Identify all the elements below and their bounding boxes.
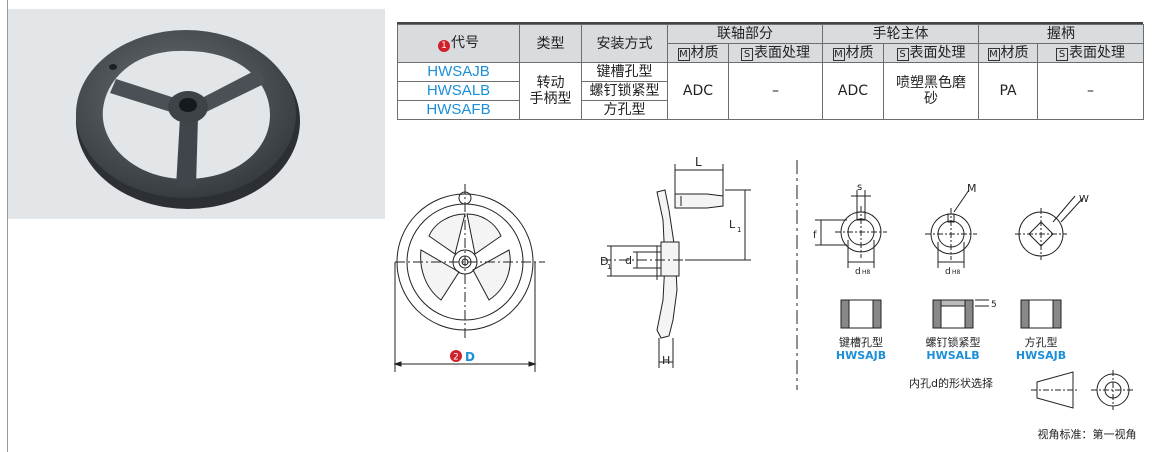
cell-grip-surface: – [1037,62,1144,120]
dim-L1-label: L [729,218,736,231]
table-top-rule [397,22,1143,24]
s-badge: S [741,48,753,61]
row-code[interactable]: HWSALB [397,81,520,101]
dim-W-label: W [1079,194,1089,205]
dim-M-label: M [967,182,977,195]
technical-drawing: 2 D L L 1 D 1 d H s f d H8 M d H8 5 W 键槽… [393,155,1137,441]
bore-type-name: 方孔型 [1025,335,1058,349]
m-badge: M [987,48,1000,61]
dim-D1-label: D [600,255,608,268]
dim-dH8-sub: H8 [952,269,961,276]
cell-wheel-surface: 喷塑黑色磨砂 [883,62,979,120]
m-badge: M [832,48,845,61]
dim-d-label: d [625,254,632,267]
side-view [601,164,751,368]
header-group-shaft: 联轴部分 [667,24,823,44]
bore-type-name: 螺钉锁紧型 [926,335,981,349]
bore-type-code: HWSAJB [836,349,886,362]
view-caption: 视角标准：第一视角 [1038,427,1137,441]
dim-dH8-label: d [945,267,951,277]
dim-D1-sub: 1 [607,263,611,271]
dim-f-label: f [813,230,817,241]
dim-D-number-dot [450,350,462,362]
header-code-number: 1 [438,40,450,52]
bore-type-name: 键槽孔型 [839,335,883,349]
header-mount: 安装方式 [581,24,668,63]
dim-dH8-label: d [855,267,861,277]
cell-wheel-material: ADC [822,62,884,120]
cell-shaft-material: ADC [667,62,729,120]
cell-mount: 螺钉锁紧型 [581,81,668,101]
bore-detail-setscrew [925,189,989,329]
cell-mount: 方孔型 [581,100,668,120]
cell-shaft-surface: – [728,62,823,120]
bore-caption: 内孔d的形状选择 [909,376,993,390]
dim-s-label: s [857,182,862,193]
bore-detail-square [1015,195,1084,329]
dim-dH8-sub: H8 [862,269,871,276]
m-badge: M [677,48,690,61]
cell-mount: 键槽孔型 [581,62,668,82]
header-group-grip: 握柄 [978,24,1144,44]
table-row: HWSAJB 转动手柄型 键槽孔型 ADC – ADC 喷塑黑色磨砂 PA – [397,62,1144,120]
cell-type: 转动手柄型 [519,62,582,120]
dim-L1-sub: 1 [737,226,741,234]
bore-detail-keyway [815,190,887,329]
product-photo [8,9,385,219]
dim-D-label: D [465,350,475,364]
dim-H-label: H [662,354,670,367]
s-badge: S [896,48,909,61]
handwheel-photo-icon [76,30,300,209]
header-group-wheel: 手轮主体 [822,24,979,44]
row-code[interactable]: HWSAFB [397,100,520,120]
front-view [393,184,545,372]
dim-D-number: 2 [453,353,459,363]
bore-type-code: HWSALB [926,349,979,362]
s-badge: S [1056,48,1068,61]
cell-grip-material: PA [978,62,1038,120]
header-code-label: 代号 [451,35,479,51]
table-row: HWSAFB 方孔型 [397,100,1144,120]
projection-symbol-icon [1031,370,1135,410]
dim-5-label: 5 [991,300,997,310]
header-type: 类型 [519,24,582,63]
bore-type-code: HWSAJB [1016,349,1066,362]
row-code[interactable]: HWSAJB [397,62,520,82]
left-border [7,0,8,452]
dim-L-label: L [695,155,702,169]
